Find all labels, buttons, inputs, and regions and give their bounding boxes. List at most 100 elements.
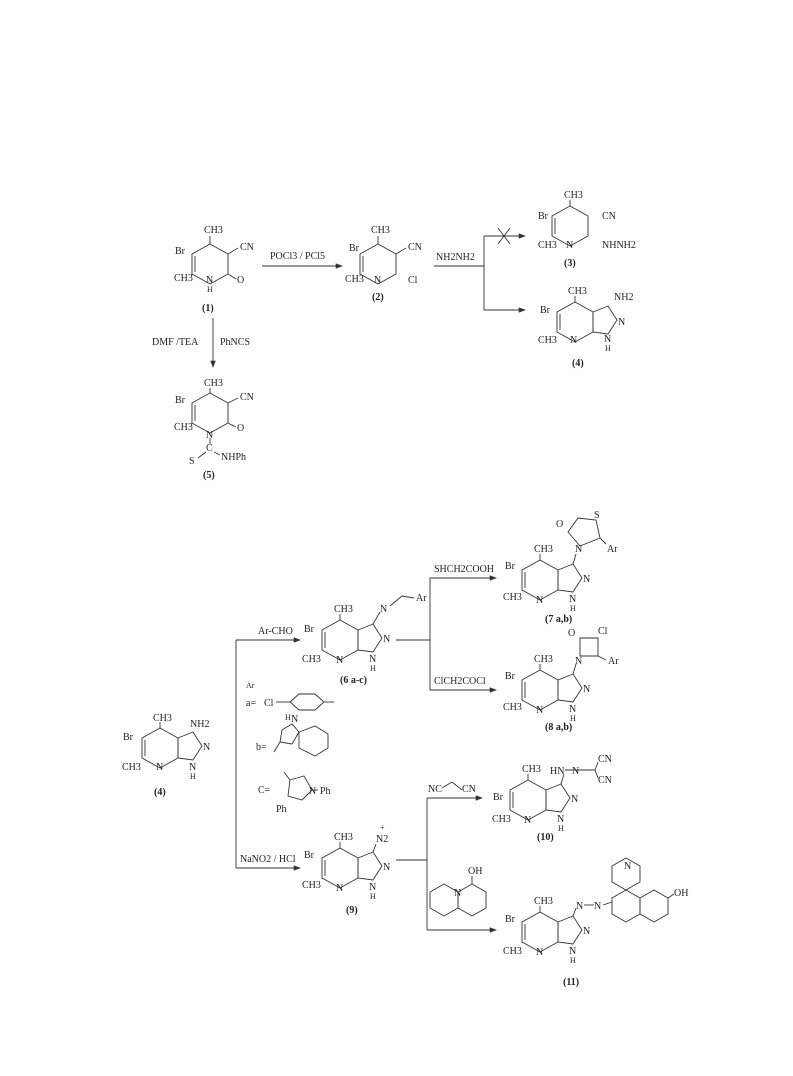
cmp8-label: (8 a,b) bbox=[545, 722, 572, 733]
cmp9-h: H bbox=[370, 892, 376, 901]
cmp1-n: N bbox=[206, 275, 213, 286]
cmp8-n-ring: N bbox=[575, 656, 582, 667]
cmp8-n2: N bbox=[583, 684, 590, 695]
cmp6-nh: N bbox=[369, 654, 376, 665]
cmp9-nh: N bbox=[369, 882, 376, 893]
cmp4t-h: H bbox=[605, 344, 611, 353]
cmp4t-label: (4) bbox=[572, 358, 584, 369]
cmp9-plus: + bbox=[380, 823, 385, 832]
cmp11-ch3-top: CH3 bbox=[534, 896, 553, 907]
cmp2-cn: CN bbox=[408, 242, 422, 253]
cmp10-n2: N bbox=[571, 794, 578, 805]
cmp7-nh: N bbox=[569, 594, 576, 605]
cmp1-h: H bbox=[207, 285, 213, 294]
reagent-8-hydroxyquinoline: N OH bbox=[429, 866, 487, 917]
cmp5-cn: CN bbox=[240, 392, 254, 403]
cmp11-azo2: N bbox=[594, 901, 601, 912]
cmp1-cn: CN bbox=[240, 242, 254, 253]
cmp10-h: H bbox=[558, 824, 564, 833]
cmp3-ch3: CH3 bbox=[538, 240, 557, 251]
ar-definitions: Ar a= Cl b= N H C= N Ph Ph bbox=[246, 681, 334, 815]
cmp7-ar: Ar bbox=[607, 544, 618, 555]
cmp5-n: N bbox=[206, 430, 213, 441]
svg-text:NC: NC bbox=[428, 784, 442, 795]
cmp10-nh: N bbox=[557, 814, 564, 825]
compound-3: CH3 Br CN CH3 N NHNH2 (3) bbox=[538, 190, 636, 269]
reagent-malononitrile: NC CN bbox=[428, 781, 476, 795]
branch-arrows-2 bbox=[434, 227, 526, 313]
cmp6-ar: Ar bbox=[416, 593, 427, 604]
cmp5-c: C bbox=[206, 443, 213, 454]
cmp9-ch3: CH3 bbox=[302, 880, 321, 891]
cmp4t-ch3-top: CH3 bbox=[568, 286, 587, 297]
reagent-nano2: NaNO2 / HCl bbox=[240, 854, 296, 865]
reagent-shch2cooh: SHCH2COOH bbox=[434, 564, 494, 575]
cmp7-ch3: CH3 bbox=[503, 592, 522, 603]
cmp1-o: O bbox=[237, 275, 244, 286]
cmp10-cn1: CN bbox=[598, 754, 612, 765]
svg-text:CN: CN bbox=[462, 784, 476, 795]
cmp10-ch3: CH3 bbox=[492, 814, 511, 825]
cmp10-ch3-top: CH3 bbox=[522, 764, 541, 775]
cmp9-label: (9) bbox=[346, 905, 358, 916]
cmp6-n2: N bbox=[383, 634, 390, 645]
cmp4t-n: N bbox=[570, 335, 577, 346]
cmp10-br: Br bbox=[493, 792, 504, 803]
cmp8-h: H bbox=[570, 714, 576, 723]
compound-5: CH3 Br CN CH3 O N C S NHPh (5) bbox=[174, 378, 254, 481]
cmp7-br: Br bbox=[505, 561, 516, 572]
cmp1-ch3-top: CH3 bbox=[204, 225, 223, 236]
cmp7-h: H bbox=[570, 604, 576, 613]
cmp4b-nh: N bbox=[189, 762, 196, 773]
cmp10-n-eq: N bbox=[572, 766, 579, 777]
cmp3-ch3-top: CH3 bbox=[564, 190, 583, 201]
cmp3-n: N bbox=[566, 240, 573, 251]
cmp10-cn2: CN bbox=[598, 775, 612, 786]
cmp1-br: Br bbox=[175, 246, 186, 257]
cmp4b-h: H bbox=[190, 772, 196, 781]
cmp4b-ch3-top: CH3 bbox=[153, 713, 172, 724]
cmp6-imine-n: N bbox=[380, 604, 387, 615]
ar-def-title: Ar bbox=[246, 681, 255, 690]
cmp5-br: Br bbox=[175, 395, 186, 406]
cmp4b-br: Br bbox=[123, 732, 134, 743]
cmp5-ch3: CH3 bbox=[174, 422, 193, 433]
cmp8-cl: Cl bbox=[598, 626, 608, 637]
branch-arrows-6 bbox=[396, 575, 497, 693]
cmp11-oh: OH bbox=[674, 888, 688, 899]
compound-8: O Cl Ar N CH3 Br CH3 N N N H (8 a,b) bbox=[503, 626, 619, 733]
cmp1-ch3: CH3 bbox=[174, 273, 193, 284]
reagent-dmf: DMF /TEA bbox=[152, 337, 199, 348]
compound-4-top: CH3 NH2 Br CH3 N N N H (4) bbox=[538, 286, 633, 369]
cmp11-label: (11) bbox=[563, 977, 579, 988]
cmp7-label: (7 a,b) bbox=[545, 614, 572, 625]
cmp4t-n2: N bbox=[618, 317, 625, 328]
cmp5-label: (5) bbox=[203, 470, 215, 481]
branch-arrows-4 bbox=[235, 637, 301, 871]
cmp4t-br: Br bbox=[540, 305, 551, 316]
cmp7-s: S bbox=[594, 510, 600, 521]
cmp10-n: N bbox=[524, 815, 531, 826]
compound-1: CH3 Br CN CH3 O N H (1) bbox=[174, 225, 254, 314]
compound-10: CH3 HN N CN CN Br CH3 N N N H (10) bbox=[492, 754, 612, 843]
cmp4b-label: (4) bbox=[154, 787, 166, 798]
svg-text:OH: OH bbox=[468, 866, 482, 877]
compound-7: O S Ar N CH3 Br CH3 N N N H (7 a,b) bbox=[503, 510, 618, 625]
cmp1-label: (1) bbox=[202, 303, 214, 314]
cmp4t-nh: N bbox=[604, 334, 611, 345]
compound-9: CH3 + N2 Br CH3 N N N H (9) bbox=[302, 823, 390, 916]
ar-def-c-n: N bbox=[309, 786, 316, 797]
ar-def-c-ph2: Ph bbox=[276, 804, 287, 815]
cmp5-o: O bbox=[237, 423, 244, 434]
cmp9-br: Br bbox=[304, 850, 315, 861]
cmp4t-ch3: CH3 bbox=[538, 335, 557, 346]
cmp6-label: (6 a-c) bbox=[340, 675, 367, 686]
cmp8-ch3-top: CH3 bbox=[534, 654, 553, 665]
cmp9-n2: N bbox=[383, 862, 390, 873]
ar-def-b: b= bbox=[256, 742, 267, 753]
svg-text:N: N bbox=[454, 888, 461, 899]
cmp6-ch3-top: CH3 bbox=[334, 604, 353, 615]
compound-4-bottom: CH3 NH2 Br CH3 N N N H (4) bbox=[122, 713, 210, 798]
cmp4b-ch3: CH3 bbox=[122, 762, 141, 773]
